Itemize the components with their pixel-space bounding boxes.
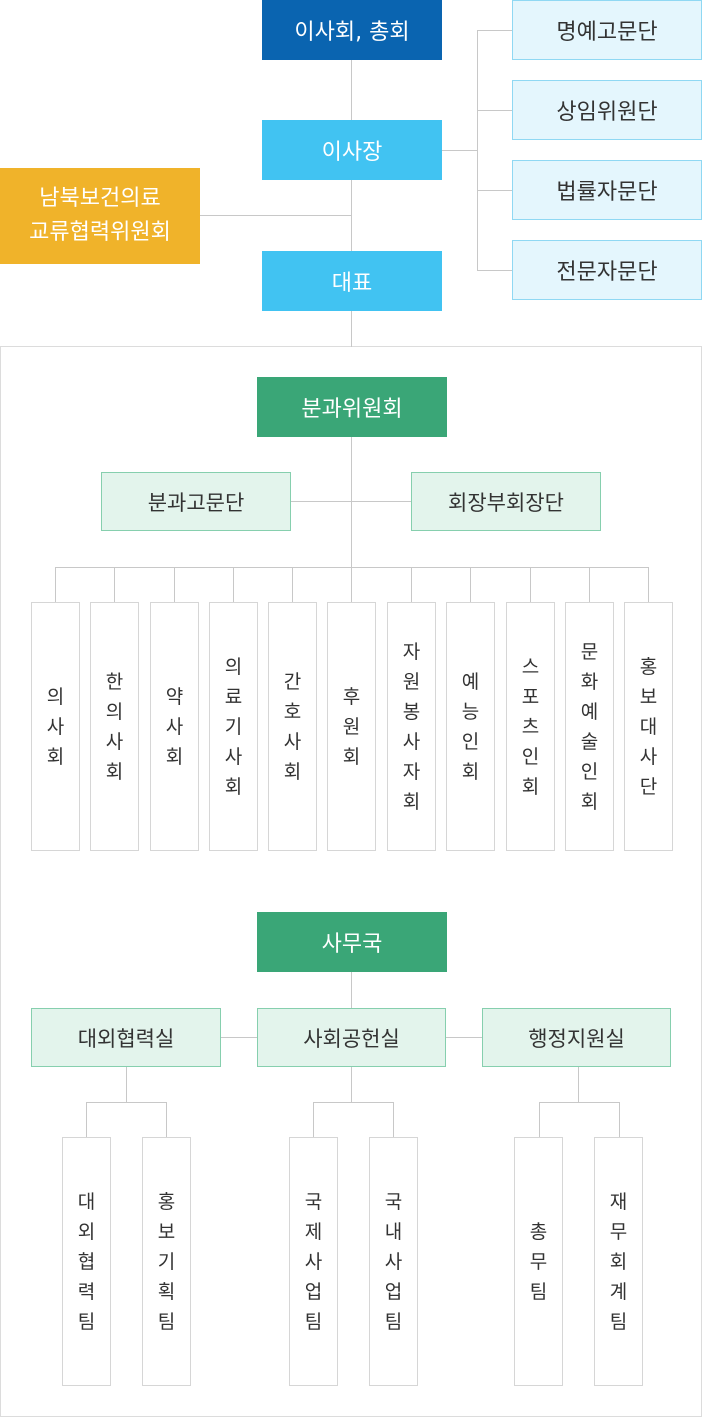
office-box-3: 행정지원실 [482, 1008, 671, 1067]
office-box-2: 사회공헌실 [257, 1008, 446, 1067]
ceo-box: 대표 [262, 251, 442, 311]
committee-box: 남북보건의료 교류협력위원회 [0, 168, 200, 264]
unit-drop-8 [470, 567, 471, 602]
spine-line-chairman-ceo [351, 180, 352, 251]
advisory-branch-1 [477, 30, 512, 31]
office2-bar [313, 1102, 393, 1103]
chairman-box: 이사장 [262, 120, 442, 180]
unit-drop-3 [174, 567, 175, 602]
advisory-box-4: 전문자문단 [512, 240, 702, 300]
advisory-branch-3 [477, 190, 512, 191]
board-box: 이사회, 총회 [262, 0, 442, 60]
advisory-box-2: 상임위원단 [512, 80, 702, 140]
office1-drop [126, 1067, 127, 1102]
office1-bar [86, 1102, 166, 1103]
committee-line [200, 215, 351, 216]
unit-drop-11 [648, 567, 649, 602]
advisory-box-3: 법률자문단 [512, 160, 702, 220]
office1-team-drop-1 [86, 1102, 87, 1137]
offices-link-right [446, 1037, 482, 1038]
division-units-bar [55, 567, 649, 568]
advisory-box-1: 명예고문단 [512, 0, 702, 60]
unit-drop-9 [530, 567, 531, 602]
unit-drop-6 [351, 567, 352, 602]
office3-team-drop-2 [619, 1102, 620, 1137]
office3-team-drop-1 [539, 1102, 540, 1137]
division-title-box: 분과위원회 [257, 377, 447, 437]
division-spine [351, 437, 352, 567]
office2-team-drop-2 [393, 1102, 394, 1137]
division-advisor-line [291, 501, 411, 502]
secretariat-title-box: 사무국 [257, 912, 447, 972]
advisory-vertical [477, 30, 478, 270]
office2-team-drop-1 [313, 1102, 314, 1137]
advisory-branch-4 [477, 270, 512, 271]
office3-drop [578, 1067, 579, 1102]
unit-drop-4 [233, 567, 234, 602]
spine-line-ceo-frame [351, 311, 352, 347]
unit-drop-10 [589, 567, 590, 602]
unit-drop-5 [292, 567, 293, 602]
offices-link-left [221, 1037, 257, 1038]
unit-drop-2 [114, 567, 115, 602]
division-exec-box: 회장부회장단 [411, 472, 601, 531]
office2-drop [351, 1067, 352, 1102]
unit-drop-1 [55, 567, 56, 602]
secretariat-spine [351, 972, 352, 1008]
spine-line-top [351, 60, 352, 120]
division-advisor-box: 분과고문단 [101, 472, 291, 531]
office-box-1: 대외협력실 [31, 1008, 221, 1067]
office3-bar [539, 1102, 619, 1103]
unit-drop-7 [411, 567, 412, 602]
advisory-stub [442, 150, 477, 151]
office1-team-drop-2 [166, 1102, 167, 1137]
advisory-branch-2 [477, 110, 512, 111]
